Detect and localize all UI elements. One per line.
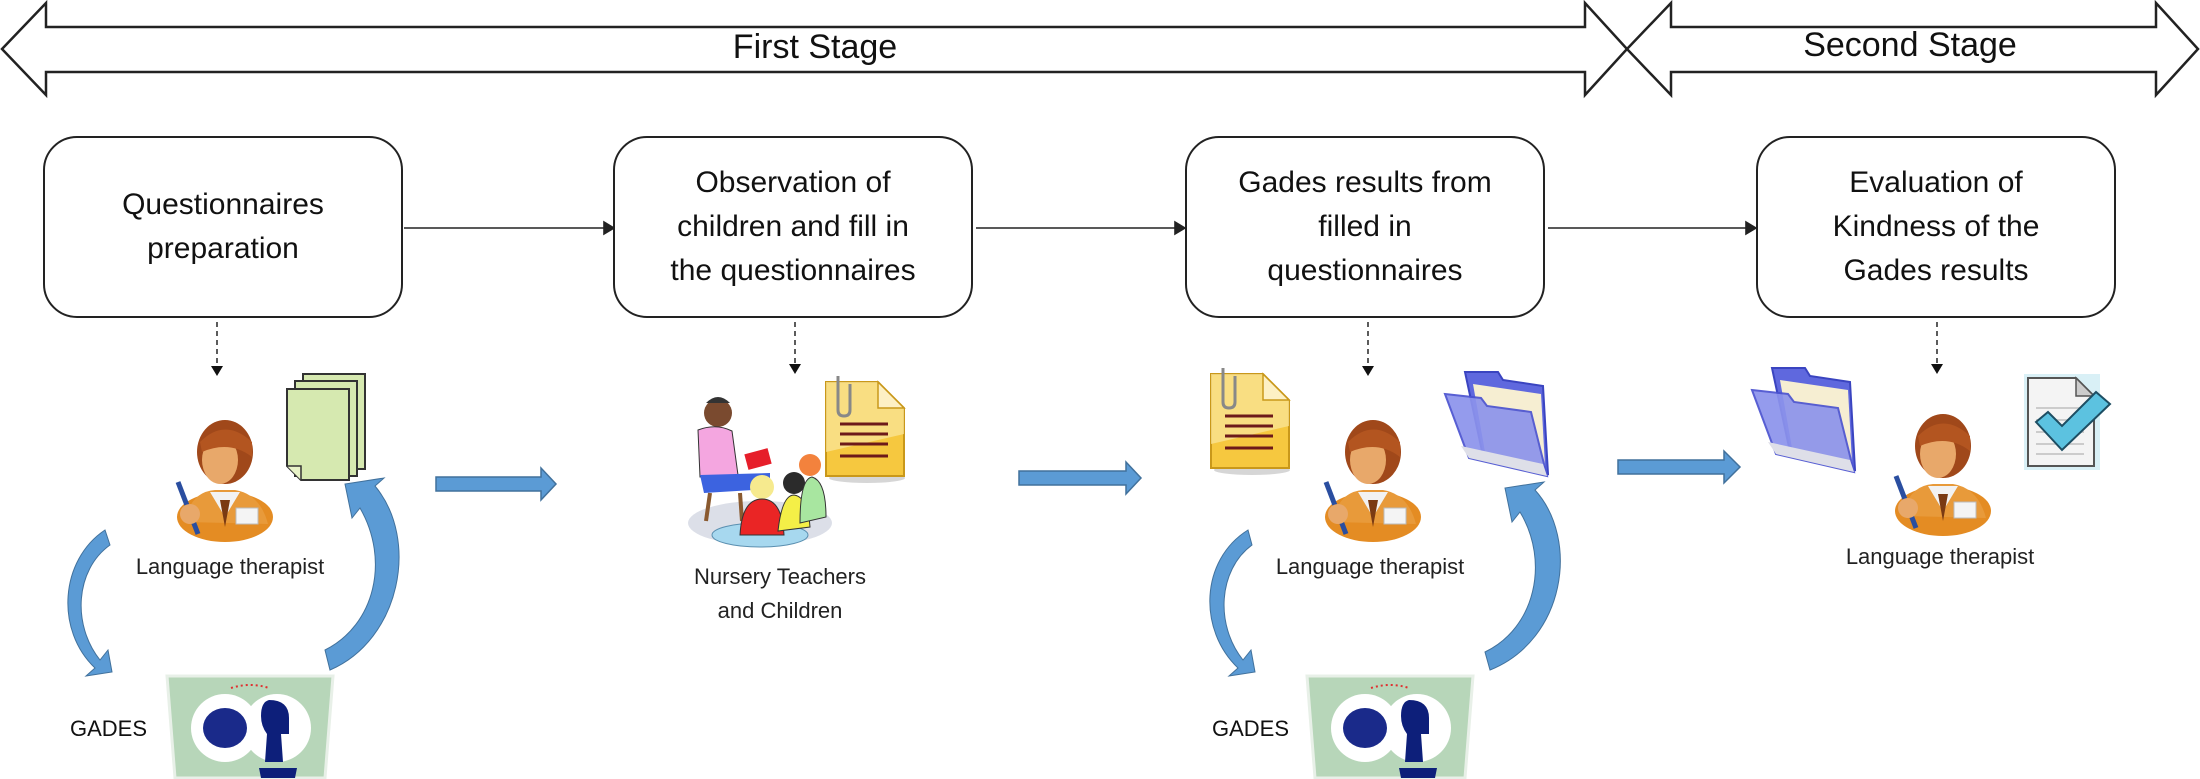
flow-arrow-2: [1018, 460, 1143, 496]
language-therapist-icon: [1323, 420, 1421, 542]
clipped-document-icon: [825, 376, 906, 483]
actor-caption-language-therapist: Language therapist: [1845, 544, 2035, 569]
step-box-observation: Observation of children and fill in the …: [613, 136, 973, 318]
cycle-arrow-up-2: [1484, 481, 1561, 671]
stacked-pages-icon: [286, 373, 366, 481]
second-stage-arrow: [1625, 0, 2200, 99]
open-folder-icon: [1443, 371, 1550, 478]
flow-arrow-3: [1617, 449, 1742, 485]
cycle-arrow-down-2: [1209, 529, 1256, 677]
cycle-arrows-1: [67, 477, 400, 677]
gades-label: GADES: [70, 716, 148, 741]
gades-logo-icon: [165, 674, 335, 779]
actor-caption-language-therapist: Language therapist: [1275, 554, 1465, 579]
gades-logo-icon: [1305, 674, 1475, 779]
cycle-arrow-up-1: [324, 477, 400, 671]
flow-arrow-1: [435, 466, 558, 502]
step-box-gades-results: Gades results from filled in questionnai…: [1185, 136, 1545, 318]
step-label: Evaluation of Kindness of the Gades resu…: [1832, 166, 2040, 287]
first-stage-label: First Stage: [732, 28, 898, 66]
checked-document-icon: [2024, 374, 2112, 470]
step-label: Observation of children and fill in the …: [670, 166, 916, 287]
step-label: Questionnaires preparation: [122, 188, 324, 265]
step-connectors: [404, 220, 1758, 236]
cycle-arrows-2: [1209, 481, 1561, 677]
dashed-down-arrows: [211, 322, 1943, 376]
actor-caption-language-therapist: Language therapist: [135, 554, 325, 579]
cycle-arrow-down-1: [67, 529, 113, 677]
open-folder-icon: [1750, 367, 1857, 474]
language-therapist-icon: [1893, 414, 1991, 536]
teacher-children-icon: [688, 397, 832, 548]
step-box-questionnaires-preparation: Questionnaires preparation: [43, 136, 403, 318]
clipped-document-icon: [1210, 368, 1291, 475]
step-box-evaluation: Evaluation of Kindness of the Gades resu…: [1756, 136, 2116, 318]
language-therapist-icon: [175, 420, 273, 542]
actor-caption-teachers-children: Nursery Teachers and Children: [694, 564, 866, 623]
step-label: Gades results from filled in questionnai…: [1238, 166, 1492, 287]
second-stage-label: Second Stage: [1803, 26, 2017, 64]
gades-label: GADES: [1212, 716, 1290, 741]
flow-arrows: [435, 449, 1742, 502]
